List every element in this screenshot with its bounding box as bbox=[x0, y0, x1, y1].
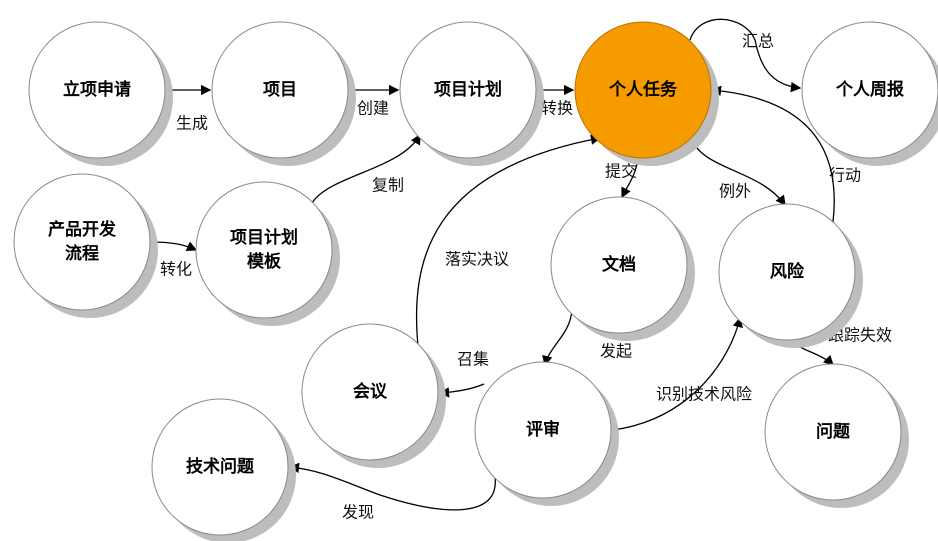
node-meeting[interactable]: 会议 bbox=[301, 323, 446, 468]
node-review[interactable]: 评审 bbox=[474, 361, 619, 506]
node-project-plan[interactable]: 项目计划 bbox=[399, 21, 544, 166]
node-document[interactable]: 文档 bbox=[550, 196, 695, 341]
edge-action bbox=[710, 85, 835, 223]
node-label-line2: 模板 bbox=[247, 251, 282, 272]
node-product-process[interactable]: 产品开发 流程 bbox=[13, 173, 158, 318]
node-label: 文档 bbox=[602, 254, 636, 275]
node-issue[interactable]: 问题 bbox=[764, 363, 909, 508]
node-label: 项目计划 bbox=[434, 79, 502, 100]
node-label: 个人周报 bbox=[835, 79, 904, 100]
node-label: 评审 bbox=[526, 419, 560, 440]
node-label: 技术问题 bbox=[186, 456, 255, 477]
node-tech-issue[interactable]: 技术问题 bbox=[151, 398, 296, 541]
node-weekly-report[interactable]: 个人周报 bbox=[801, 21, 938, 166]
edge-labels: 生成 创建 转换 汇总 复制 转化 提交 例外 行动 落实决议 召集 发起 识别… bbox=[160, 32, 892, 522]
edge-copy bbox=[311, 133, 421, 204]
edge-label-submit: 提交 bbox=[605, 162, 637, 181]
edge-discover bbox=[288, 462, 496, 511]
edge-label-exception: 例外 bbox=[719, 182, 751, 201]
edge-label-identify-risk: 识别技术风险 bbox=[656, 385, 752, 404]
edge-implement bbox=[415, 134, 602, 347]
node-project[interactable]: 项目 bbox=[211, 21, 356, 166]
node-label: 会议 bbox=[353, 381, 388, 402]
edge-label-convene: 召集 bbox=[457, 350, 489, 369]
edge-label-summarize: 汇总 bbox=[742, 32, 774, 51]
node-label: 项目 bbox=[263, 80, 297, 100]
node-risk[interactable]: 风险 bbox=[718, 203, 863, 348]
node-personal-task[interactable]: 个人任务 bbox=[574, 21, 719, 166]
node-application[interactable]: 立项申请 bbox=[28, 21, 173, 166]
node-label: 问题 bbox=[816, 421, 851, 442]
node-plan-template[interactable]: 项目计划 模板 bbox=[195, 181, 340, 326]
node-label-line1: 产品开发 bbox=[48, 219, 117, 240]
node-label: 立项申请 bbox=[63, 79, 131, 100]
edge-label-convert: 转换 bbox=[541, 99, 573, 118]
edge-identify-risk bbox=[611, 316, 743, 431]
edge-label-action: 行动 bbox=[829, 166, 861, 185]
node-label: 风险 bbox=[770, 261, 805, 282]
node-label: 个人任务 bbox=[608, 79, 678, 100]
edge-label-transform: 转化 bbox=[160, 260, 192, 279]
node-label-line2: 流程 bbox=[65, 243, 99, 264]
edge-convene bbox=[438, 383, 485, 398]
edge-exception bbox=[691, 139, 786, 207]
edge-initiate bbox=[542, 309, 573, 367]
node-label-line1: 项目计划 bbox=[230, 227, 298, 248]
edge-label-copy: 复制 bbox=[372, 176, 404, 195]
edge-label-generate: 生成 bbox=[176, 114, 208, 133]
edge-label-create: 创建 bbox=[357, 99, 389, 118]
edge-label-implement: 落实决议 bbox=[445, 250, 509, 269]
edge-label-initiate: 发起 bbox=[600, 342, 632, 361]
edge-label-discover: 发现 bbox=[342, 503, 374, 522]
edge-label-track-failure: 跟踪失效 bbox=[828, 326, 892, 345]
edge-summarize bbox=[689, 18, 802, 93]
